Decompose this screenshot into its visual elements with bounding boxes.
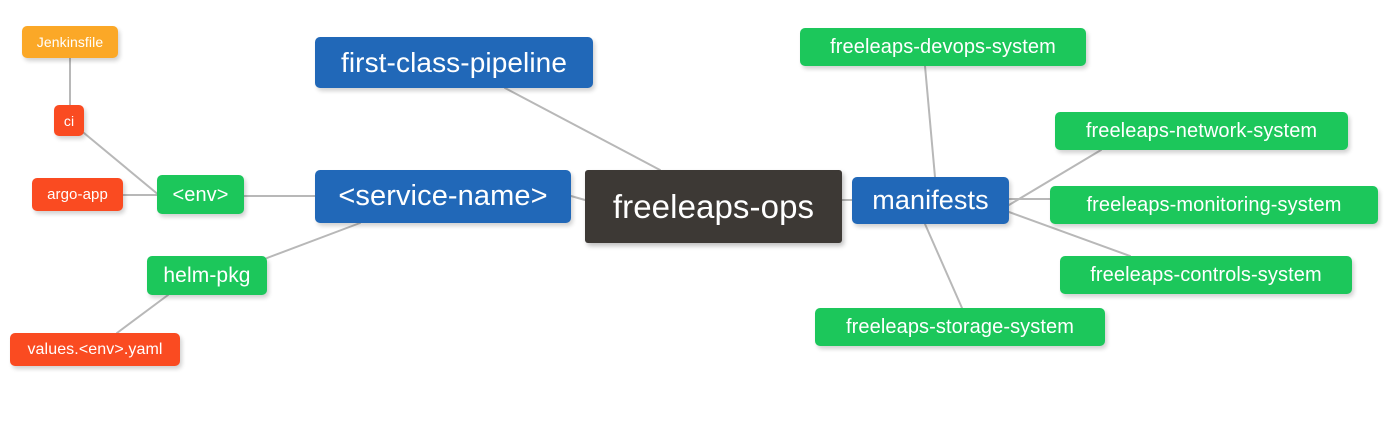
mindmap-node-freeleaps-network-system[interactable]: freeleaps-network-system [1055, 112, 1348, 150]
mindmap-node-label: ci [63, 112, 75, 129]
mindmap-node-freeleaps-devops-system[interactable]: freeleaps-devops-system [800, 28, 1086, 66]
mindmap-node-label: values.<env>.yaml [27, 340, 163, 358]
mindmap-node-values-env-yaml[interactable]: values.<env>.yaml [10, 333, 180, 366]
mindmap-node-label: manifests [872, 185, 989, 215]
mindmap-node-label: freeleaps-controls-system [1090, 264, 1322, 286]
mindmap-node-label: freeleaps-storage-system [845, 316, 1075, 338]
mindmap-node-manifests[interactable]: manifests [852, 177, 1009, 224]
mindmap-node-service-name[interactable]: <service-name> [315, 170, 571, 223]
mindmap-node-freeleaps-storage-system[interactable]: freeleaps-storage-system [815, 308, 1105, 346]
mindmap-node-freeleaps-monitoring-system[interactable]: freeleaps-monitoring-system [1050, 186, 1378, 224]
mindmap-node-label: Jenkinsfile [36, 34, 104, 50]
mindmap-node-first-class-pipeline[interactable]: first-class-pipeline [315, 37, 593, 88]
mindmap-node-helm-pkg[interactable]: helm-pkg [147, 256, 267, 295]
mindmap-node-freeleaps-ops[interactable]: freeleaps-ops [585, 170, 842, 243]
mindmap-node-label: freeleaps-devops-system [830, 36, 1056, 58]
mindmap-node-label: argo-app [47, 186, 108, 203]
mindmap-node-label: freeleaps-network-system [1085, 120, 1318, 142]
mindmap-node-label: freeleaps-monitoring-system [1086, 194, 1342, 216]
mindmap-node-label: helm-pkg [163, 264, 251, 287]
mindmap-node-freeleaps-controls-system[interactable]: freeleaps-controls-system [1060, 256, 1352, 294]
mindmap-node-env[interactable]: <env> [157, 175, 244, 214]
mindmap-node-label: first-class-pipeline [340, 46, 568, 78]
mindmap-node-ci[interactable]: ci [54, 105, 84, 136]
mindmap-node-label: <service-name> [338, 180, 548, 212]
mindmap-node-label: <env> [172, 183, 229, 206]
mindmap-node-label: freeleaps-ops [612, 188, 815, 225]
mindmap-node-argo-app[interactable]: argo-app [32, 178, 123, 211]
mindmap-node-jenkinsfile[interactable]: Jenkinsfile [22, 26, 118, 58]
